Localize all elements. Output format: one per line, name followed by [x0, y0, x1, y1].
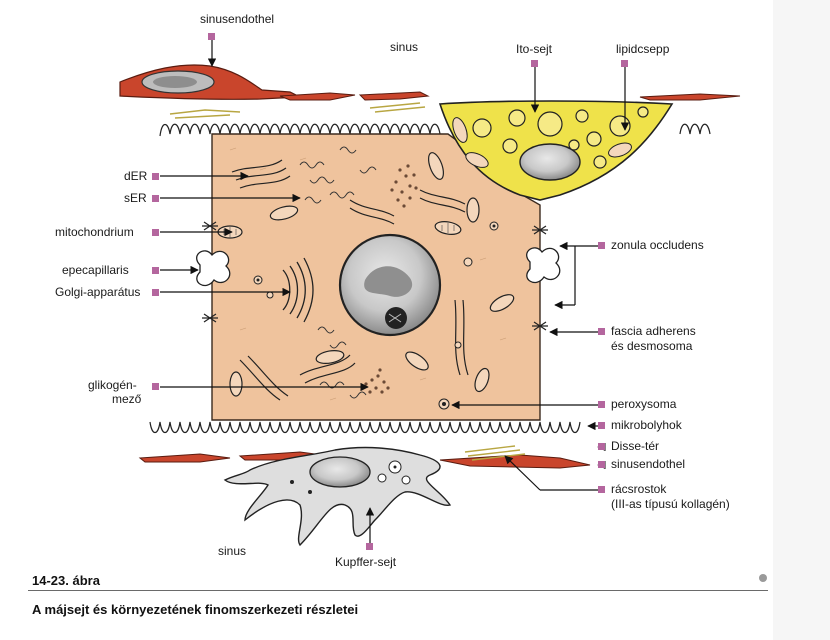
- label-fascia-1: fascia adherens: [611, 324, 696, 338]
- label-sinus-top: sinus: [390, 40, 419, 54]
- label-fascia-2: és desmosoma: [611, 339, 693, 353]
- bile-canaliculi: [196, 247, 561, 287]
- page-edge-shade: [773, 0, 830, 640]
- label-marker: [152, 195, 159, 202]
- label-marker: [152, 173, 159, 180]
- label-peroxysoma: peroxysoma: [611, 397, 677, 411]
- label-epecapillaris: epecapillaris: [62, 263, 129, 277]
- label-marker: [208, 33, 215, 40]
- ito-mitochondria: [452, 117, 632, 168]
- label-sinusendothel-bottom: sinusendothel: [611, 457, 686, 471]
- figure-caption: A májsejt és környezetének finomszerkeze…: [32, 602, 359, 617]
- page-dot: [759, 574, 767, 582]
- lipid-droplets: [472, 106, 649, 169]
- label-marker: [598, 401, 605, 408]
- label-racsrostok-1: rácsrostok: [611, 482, 667, 496]
- label-mitochondrium: mitochondrium: [55, 225, 134, 239]
- label-ito-cell: Ito-sejt: [516, 42, 553, 56]
- bottom-microvilli: [149, 421, 581, 434]
- smooth-er: [299, 146, 377, 399]
- label-marker: [531, 60, 538, 67]
- label-kupffer: Kupffer-sejt: [335, 555, 397, 569]
- label-marker: [598, 486, 605, 493]
- label-marker: [621, 60, 628, 67]
- label-marker: [152, 383, 159, 390]
- label-ser: sER: [124, 191, 147, 205]
- label-sinusendothel-top: sinusendothel: [200, 12, 275, 26]
- label-der: dER: [124, 169, 148, 183]
- label-marker: [598, 443, 605, 450]
- label-golgi: Golgi-apparátus: [55, 285, 141, 299]
- nucleolus: [385, 307, 407, 329]
- label-marker: [152, 229, 159, 236]
- label-glycogen-1: glikogén-: [88, 378, 137, 392]
- top-sinus-endothelium: [119, 64, 741, 119]
- label-mikrobolyhok: mikrobolyhok: [611, 418, 682, 432]
- kupffer-cell: [223, 446, 452, 547]
- cell-junctions: [202, 221, 548, 331]
- label-marker: [152, 267, 159, 274]
- label-racsrostok-2: (III-as típusú kollagén): [611, 497, 730, 511]
- hepatocyte: [196, 133, 561, 421]
- label-marker: [366, 543, 373, 550]
- label-marker: [598, 422, 605, 429]
- label-marker: [152, 289, 159, 296]
- label-marker: [598, 242, 605, 249]
- ito-cell: [438, 100, 674, 201]
- label-lipid-droplet: lipidcsepp: [616, 42, 670, 56]
- vesicle-dots: [256, 224, 496, 406]
- label-marker: [598, 461, 605, 468]
- label-disse: Disse-tér: [611, 439, 660, 453]
- caption-rule: [28, 590, 768, 591]
- rough-er: [231, 159, 469, 401]
- label-zonula-occludens: zonula occludens: [611, 238, 704, 252]
- glycogen-fields: [364, 164, 418, 394]
- label-glycogen-2: mező: [112, 392, 142, 406]
- label-sinus-bottom: sinus: [218, 544, 247, 558]
- label-marker: [598, 328, 605, 335]
- figure-number: 14-23. ábra: [32, 573, 100, 588]
